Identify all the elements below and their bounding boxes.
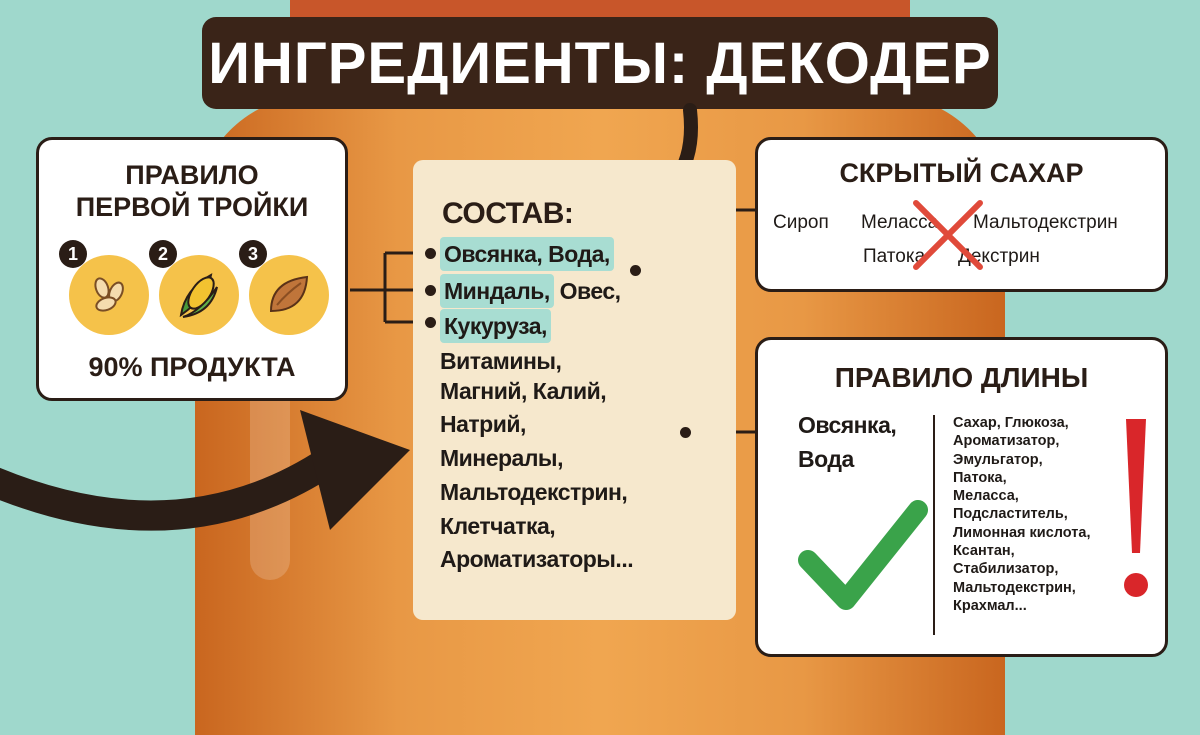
long-list-item: Ксантан, (953, 543, 1015, 560)
hidden-sugar-title: СКРЫТЫЙ САХАР (839, 158, 1084, 188)
short-list-line: Овсянка, (798, 412, 897, 438)
sugar-item: Патока (863, 246, 926, 267)
divider (933, 415, 935, 635)
first-three-title-line1: ПРАВИЛО (125, 160, 259, 190)
ingredients-label (413, 160, 736, 620)
label-heading: СОСТАВ: (442, 197, 574, 230)
bullet-dot (680, 427, 691, 438)
hidden-sugar-panel: СКРЫТЫЙ САХАР Сироп Меласса Мальтодекстр… (755, 137, 1168, 292)
long-list-item: Ароматизатор, (953, 433, 1060, 450)
short-list-line: Вода (798, 446, 854, 472)
title-banner: ИНГРЕДИЕНТЫ: ДЕКОДЕР (202, 17, 998, 109)
highlighted-ingredient: Овсянка, Вода, (440, 237, 614, 271)
long-list-item: Сахар, Глюкоза, (953, 415, 1069, 431)
big-arrow-head-icon (300, 410, 410, 530)
cross-icon (913, 200, 983, 270)
length-rule-title: ПРАВИЛО ДЛИНЫ (834, 362, 1089, 393)
long-list-item: Патока, (953, 469, 1007, 486)
ingredient-line: Витамины, (440, 348, 562, 374)
ingredient-line: Кукуруза, (440, 309, 551, 343)
highlighted-ingredient: Миндаль, (440, 274, 554, 308)
ingredient-line: Овсянка, Вода, (440, 237, 614, 271)
ingredient-line: Миндаль, Овес, (440, 274, 621, 308)
long-list-item: Лимонная кислота, (953, 524, 1091, 541)
bullet-dot (630, 265, 641, 276)
ingredient-line: Натрий, (440, 411, 526, 437)
long-list-item: Эмульгатор, (953, 451, 1043, 468)
bullet-dot (425, 285, 436, 296)
ingredient-text: Овес, (553, 278, 621, 304)
page-title: ИНГРЕДИЕНТЫ: ДЕКОДЕР (208, 30, 992, 96)
almond-icon (249, 255, 329, 335)
ingredient-line: Минералы, (440, 445, 563, 471)
ingredient-line: Магний, Калий, (440, 378, 607, 404)
long-list-item: Стабилизатор, (953, 561, 1059, 578)
number-badge: 3 (239, 240, 267, 268)
sugar-item: Сироп (773, 212, 829, 233)
sugar-item: Меласса (861, 212, 939, 233)
ingredient-line: Мальтодекстрин, (440, 479, 628, 505)
number-badge: 1 (59, 240, 87, 268)
sugar-item: Мальтодекстрин (973, 212, 1118, 233)
length-rule-panel: ПРАВИЛО ДЛИНЫ Овсянка, Вода Сахар, Глюко… (755, 337, 1168, 657)
long-list-item: Мальтодекстрин, (953, 579, 1076, 596)
number-badge: 2 (149, 240, 177, 268)
long-list-item: Меласса, (953, 488, 1019, 505)
corn-icon (159, 255, 239, 335)
long-list-item: Подсластитель, (953, 506, 1068, 523)
bullet-dot (425, 317, 436, 328)
first-three-title-line2: ПЕРВОЙ ТРОЙКИ (75, 192, 309, 222)
ingredient-line: Клетчатка, (440, 513, 556, 539)
bracket-line (350, 251, 430, 324)
bullet-dot (425, 248, 436, 259)
grain-icon (69, 255, 149, 335)
highlighted-ingredient: Кукуруза, (440, 309, 551, 343)
ingredient-line: Ароматизаторы... (440, 546, 634, 572)
check-icon (798, 500, 928, 610)
big-arrow-icon (0, 445, 345, 531)
long-ingredient-list: Сахар, Глюкоза, Ароматизатор, Эмульгатор… (953, 414, 1091, 615)
exclamation-icon (1124, 419, 1148, 597)
long-list-item: Крахмал... (953, 597, 1027, 614)
first-three-panel: ПРАВИЛО ПЕРВОЙ ТРОЙКИ 1 2 3 90% ПРОДУКТА (36, 137, 348, 401)
first-three-footer: 90% ПРОДУКТА (88, 352, 296, 382)
